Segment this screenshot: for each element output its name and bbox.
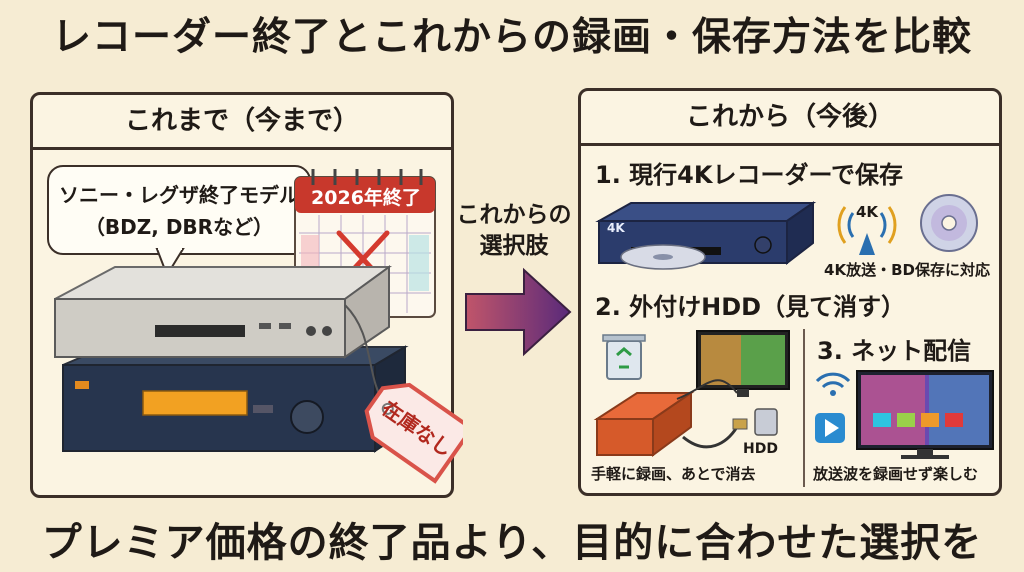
streaming-tv-illustration [815,370,994,459]
bubble-tail [155,247,185,277]
blu-ray-disc-icon [920,194,978,252]
options-label: これからの 選択肢 [452,200,576,262]
speech-bubble: ソニー・レグザ終了モデル （BDZ, DBRなど） [47,165,311,255]
4k-badge: 4K [855,203,879,221]
external-hdd-illustration [593,330,790,457]
panel-after-header: これから（今後） [581,91,999,146]
panel-before-header: これまで（今まで） [33,95,451,150]
panel-before: これまで（今まで） ソニー・レグザ終了モデル （BDZ, DBRなど） 2026… [30,92,463,498]
bubble-line-1: ソニー・レグザ終了モデル [59,183,299,207]
panel-after: これから（今後） 1. 現行4Kレコーダーで保存 4K 4K 4K放送・BD保存… [578,88,1002,496]
footer-message: プレミア価格の終了品より、目的に合わせた選択を [41,520,983,566]
4k-broadcast-icon [837,206,897,255]
section-divider [803,329,805,487]
options-label-line-1: これからの [456,202,572,228]
bubble-line-2: （BDZ, DBRなど） [84,215,274,239]
calendar-label: 2026年終了 [311,187,421,209]
option-1-caption: 4K放送・BD保存に対応 [824,261,990,279]
recorder-stack-illustration [54,265,409,453]
option-2-caption: 手軽に録画、あとで消去 [591,465,756,483]
option-3-caption: 放送波を録画せず楽しむ [813,465,979,483]
hdd-label: HDD [743,441,778,457]
4k-recorder-illustration [595,201,817,270]
out-of-stock-tag [364,382,463,484]
4k-device-label: 4K [607,221,625,235]
option-3-title: 3. ネット配信 [817,337,972,365]
main-title: レコーダー終了とこれからの録画・保存方法を比較 [51,15,972,60]
options-label-line-2: 選択肢 [479,233,549,259]
right-arrow-icon [465,267,572,357]
option-2-title: 2. 外付けHDD（見て消す） [595,293,906,321]
option-1-title: 1. 現行4Kレコーダーで保存 [595,161,904,189]
